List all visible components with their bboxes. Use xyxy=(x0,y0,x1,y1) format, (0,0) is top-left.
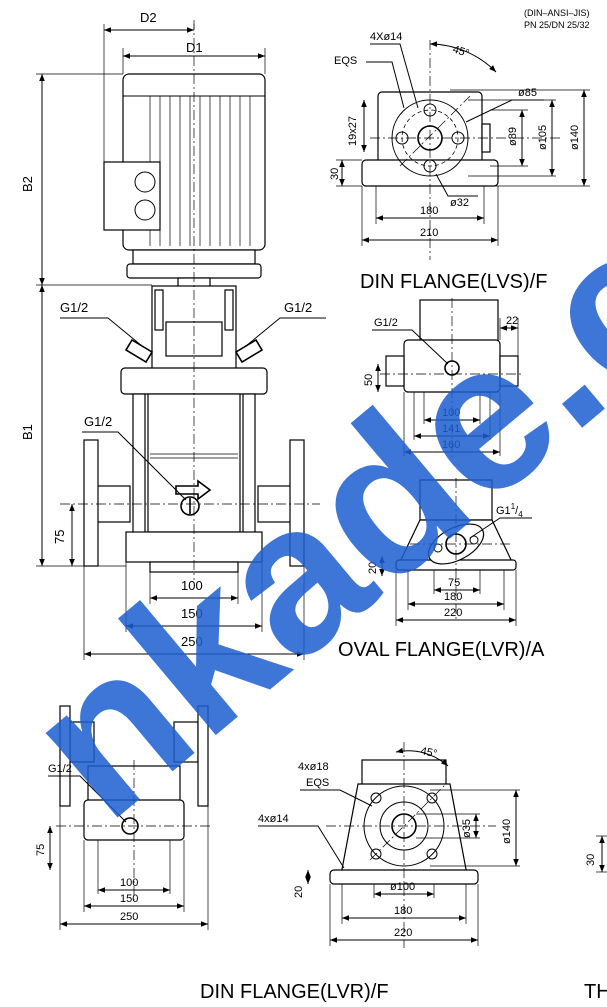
dim-d89: ø89 xyxy=(507,127,519,146)
label-bolts14: 4xø14 xyxy=(258,813,289,825)
terminal-box xyxy=(103,161,161,231)
dim-d85: ø85 xyxy=(518,87,537,99)
oval-lvr-flange-view: G11/4 20 75 180 220 OVAL FLANGE(LVR)/A xyxy=(338,478,545,661)
dim-d140: ø140 xyxy=(501,819,513,844)
dim-50: 50 xyxy=(363,374,375,386)
outlet-flange xyxy=(289,439,305,567)
caption-din-lvr: DIN FLANGE(LVR)/F xyxy=(200,981,389,1003)
dim-150: 150 xyxy=(181,606,203,621)
label-g-drain: G1/2 xyxy=(84,414,112,429)
dim-100: 100 xyxy=(120,877,138,889)
dim-d1: D1 xyxy=(186,40,203,55)
label-bolts18: 4xø18 xyxy=(298,761,329,773)
bolt-hole-icon xyxy=(370,792,382,804)
dim-d140: ø140 xyxy=(569,125,581,150)
caption-edge: TH xyxy=(584,981,607,1003)
label-g-left: G1/2 xyxy=(60,300,88,315)
label-g-oval: G11/4 xyxy=(496,502,523,519)
label-g-right: G1/2 xyxy=(284,300,312,315)
dim-150: 150 xyxy=(120,893,138,905)
pump-elevation-view: D2 D1 B2 B1 75 G1/2 G1/2 G1/2 100 150 xyxy=(20,10,326,660)
cable-gland-icon xyxy=(134,199,156,221)
din-lvr-side-view: G1/2 75 100 150 250 xyxy=(35,705,212,930)
dim-20: 20 xyxy=(293,886,305,898)
vent-plug-left-icon xyxy=(124,338,154,364)
angle-45: 45° xyxy=(419,745,438,760)
cable-gland-icon xyxy=(134,171,156,193)
dim-100: 100 xyxy=(442,407,460,419)
angle-45: 45° xyxy=(451,43,471,60)
dim-22: 22 xyxy=(506,315,518,327)
bolt-hole-icon xyxy=(370,848,382,860)
dim-d105: ø105 xyxy=(537,125,549,150)
din-lvs-flange-view: 45° 4Xø14 EQS ø85 19x27 ø89 ø105 ø140 30… xyxy=(329,31,590,293)
dim-220: 220 xyxy=(394,927,412,939)
dim-slot: 19x27 xyxy=(347,116,359,146)
dim-180: 180 xyxy=(444,591,462,603)
dim-160: 160 xyxy=(442,439,460,451)
dim-b2: B2 xyxy=(20,176,35,192)
bolt-hole-icon xyxy=(426,848,438,860)
bolt-hole-icon xyxy=(426,792,438,804)
label-g: G1/2 xyxy=(374,317,398,329)
dim-180: 180 xyxy=(394,905,412,917)
din-lvr-top-view: 45° 4xø18 EQS 4xø14 ø140 ø35 20 ø100 180 xyxy=(258,742,520,948)
vent-plug-right-icon xyxy=(234,338,264,364)
dim-100: 100 xyxy=(181,578,203,593)
dim-d32: ø32 xyxy=(450,197,469,209)
caption-oval-lvr: OVAL FLANGE(LVR)/A xyxy=(338,639,545,661)
mid-flange-view: G1/2 22 50 100 141 160 xyxy=(363,298,524,460)
dim-d100: ø100 xyxy=(390,881,415,893)
label-bolts: 4Xø14 xyxy=(370,31,402,43)
dim-20: 20 xyxy=(367,562,379,574)
dim-220: 220 xyxy=(444,607,462,619)
dim-180: 180 xyxy=(420,205,438,217)
dim-250: 250 xyxy=(120,911,138,923)
edge-fragment: 30 TH xyxy=(584,835,607,1003)
dim-210: 210 xyxy=(420,227,438,239)
header-note: (DIN–ANSI–JIS) PN 25/DN 25/32 xyxy=(524,8,590,30)
standard-label: (DIN–ANSI–JIS) xyxy=(524,8,590,18)
dim-75: 75 xyxy=(448,577,460,589)
dim-75: 75 xyxy=(52,530,67,544)
inlet-flange xyxy=(83,439,99,567)
label-g: G1/2 xyxy=(48,763,72,775)
drain-plug-icon xyxy=(180,496,200,516)
caption-din-lvs: DIN FLANGE(LVS)/F xyxy=(360,271,547,293)
pressure-label: PN 25/DN 25/32 xyxy=(524,20,590,30)
dim-h30: 30 xyxy=(329,168,341,180)
dim-75: 75 xyxy=(35,844,47,856)
dim-d35: ø35 xyxy=(461,819,473,838)
dim-141: 141 xyxy=(442,423,460,435)
dim-250: 250 xyxy=(181,634,203,649)
dim-edge-30: 30 xyxy=(585,854,597,866)
label-eqs: EQS xyxy=(334,55,357,67)
dim-b1: B1 xyxy=(20,424,35,440)
dim-d2: D2 xyxy=(140,10,157,25)
label-eqs: EQS xyxy=(306,777,329,789)
